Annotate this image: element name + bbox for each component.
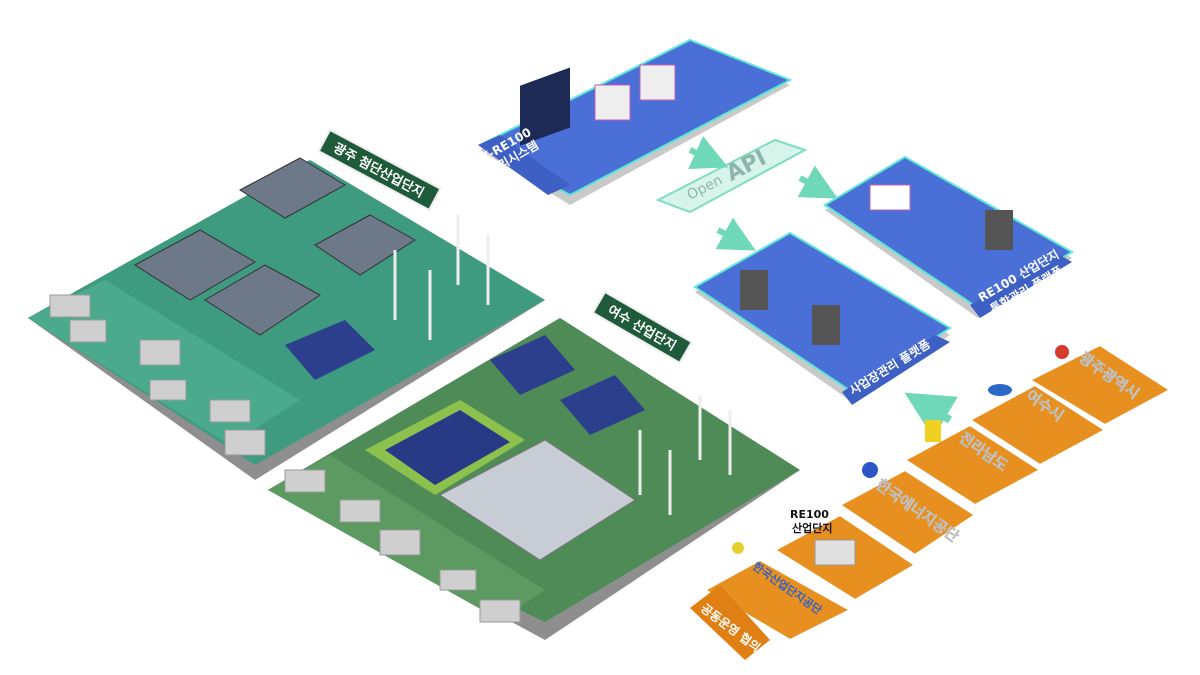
- solar-tracker: [490, 335, 575, 395]
- arrow-icon: [688, 136, 729, 169]
- tile: [968, 383, 1107, 467]
- tile: [1027, 343, 1172, 427]
- cloud-device: [869, 184, 911, 211]
- tile: [702, 558, 853, 642]
- re100-label-1: RE100: [790, 508, 829, 521]
- factory-buildings: [134, 157, 416, 336]
- site-management-platform: 사업장관리 플랫폼: [693, 231, 952, 405]
- factory-model: [814, 539, 856, 566]
- wind-turbines: [393, 215, 490, 340]
- server-rack: [812, 305, 840, 345]
- small-buildings: [49, 294, 266, 456]
- greenhouse: [439, 439, 636, 561]
- gwangju-industrial-complex: 광주 첨단산업단지: [28, 128, 545, 480]
- small-buildings: [284, 469, 521, 623]
- re100-label-2: 산업단지: [792, 521, 832, 535]
- open-api-banner: Open API: [655, 136, 838, 251]
- consortium-tiles: 공동운영 협의체 한국산업단지공단 RE100 산업단지 한국에너지공단 전라남…: [690, 343, 1172, 661]
- kicox-logo-icon: [732, 542, 744, 554]
- k-re100-system-platform: K-RE100 관리시스템: [477, 38, 793, 205]
- gwangju-logo-icon: [1055, 345, 1069, 359]
- solar-carport: [285, 320, 375, 380]
- yeosu-industrial-complex: 여수 산업단지: [268, 290, 800, 640]
- arrow-icon: [715, 217, 756, 251]
- server-rack: [740, 270, 768, 310]
- tile: [838, 468, 977, 557]
- solar-tracker: [560, 375, 645, 435]
- wind-turbines: [638, 395, 732, 515]
- server-rack: [985, 210, 1013, 250]
- yeosu-logo-icon: [988, 384, 1012, 396]
- tile: [903, 423, 1042, 507]
- jeonnam-logo-icon: [925, 420, 941, 442]
- energy-agency-logo-icon: [862, 462, 878, 478]
- server-cube: [594, 84, 631, 121]
- server-cube: [639, 64, 676, 101]
- arrow-icon: [797, 165, 838, 199]
- monitor: [520, 67, 570, 146]
- arrow-up-icon: [904, 392, 958, 438]
